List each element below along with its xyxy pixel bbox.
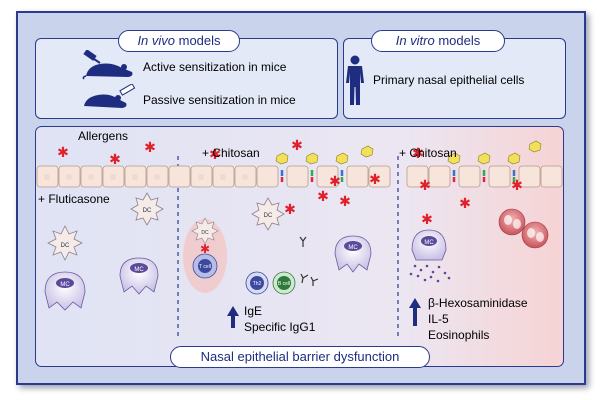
in-vitro-title-rest: models [434, 33, 481, 48]
in-vivo-title-rest: models [175, 33, 221, 48]
svg-text:✱: ✱ [57, 144, 69, 160]
allergens-label: Allergens [78, 129, 129, 143]
svg-text:✱: ✱ [200, 242, 210, 256]
svg-text:MC: MC [60, 282, 70, 288]
svg-text:✱: ✱ [144, 139, 156, 155]
svg-text:✱: ✱ [291, 137, 303, 153]
svg-text:✱: ✱ [511, 177, 523, 193]
svg-text:✱: ✱ [419, 177, 431, 193]
svg-text:✱: ✱ [412, 145, 424, 161]
th2-cell: Th2 [245, 271, 269, 295]
allergen-stars: ✱✱✱ ✱✱✱ ✱✱✱ ✱✱✱ ✱✱✱ [57, 137, 523, 227]
up-arrow-mid [227, 306, 239, 328]
mouse-dropper-icon [82, 50, 133, 80]
svg-text:✱: ✱ [369, 171, 381, 187]
svg-text:DC: DC [143, 208, 152, 214]
in-vitro-title-italic: In vitro [395, 33, 435, 48]
fluticasone-label: + Fluticasone [38, 192, 110, 206]
chitosan-label-2: + Chitosan [399, 146, 457, 160]
in-vivo-title: In vivo models [118, 30, 240, 52]
eosinophil-2 [521, 221, 549, 249]
result-eosinophils: Eosinophils [428, 328, 490, 342]
in-vivo-item-active: Active sensitization in mice [143, 60, 287, 74]
result-il5: IL-5 [428, 312, 449, 326]
svg-text:DC: DC [201, 230, 209, 236]
svg-text:Th2: Th2 [253, 281, 262, 287]
mast-cell-3: MC [334, 235, 372, 273]
in-vivo-item-passive: Passive sensitization in mice [143, 93, 296, 107]
svg-text:T cell: T cell [199, 264, 211, 270]
in-vitro-title: In vitro models [371, 30, 505, 52]
b-cell: B cell [272, 271, 296, 295]
svg-text:✱: ✱ [459, 195, 471, 211]
mast-cell-degranulating: MC [409, 229, 451, 283]
antibodies [299, 236, 319, 286]
dc-cell-3: DC [251, 197, 285, 231]
chitosan-particles [275, 140, 542, 165]
svg-text:MC: MC [348, 245, 358, 251]
in-vitro-item-cells: Primary nasal epithelial cells [373, 73, 525, 87]
tight-junctions [280, 170, 516, 182]
up-arrow-right [409, 298, 421, 326]
mouse-syringe-icon [84, 84, 136, 108]
human-figure-icon [346, 55, 364, 105]
svg-text:MC: MC [424, 240, 434, 246]
mast-cell-1: MC [44, 271, 86, 311]
result-igg1: Specific IgG1 [244, 320, 316, 334]
barrier-dysfunction-label: Nasal epithelial barrier dysfunction [170, 346, 430, 368]
dc-cell-1: DC [130, 192, 164, 226]
svg-text:✱: ✱ [317, 188, 329, 204]
result-igE: IgE [244, 304, 263, 318]
svg-text:DC: DC [61, 243, 70, 249]
svg-text:✱: ✱ [339, 193, 351, 209]
svg-text:✱: ✱ [284, 201, 296, 217]
mast-cell-2: MC [119, 257, 159, 295]
chitosan-label-1: + Chitosan [202, 146, 260, 160]
svg-text:DC: DC [264, 213, 273, 219]
svg-text:✱: ✱ [329, 173, 341, 189]
dc-tcell-cluster: DC T cell ✱ [183, 217, 227, 293]
svg-text:✱: ✱ [109, 151, 121, 167]
svg-text:✱: ✱ [209, 146, 221, 162]
in-vivo-title-italic: In vivo [137, 33, 176, 48]
result-hexosaminidase: β-Hexosaminidase [428, 296, 528, 310]
eosinophil-1 [498, 208, 526, 236]
main-diagram: ✱✱✱ ✱✱✱ ✱✱✱ ✱✱✱ ✱✱✱ DC DC DC MC MC DC T … [35, 126, 564, 367]
dc-cell-2: DC [47, 225, 83, 261]
svg-text:✱: ✱ [421, 211, 433, 227]
epithelium-row [36, 165, 563, 188]
svg-text:B cell: B cell [278, 281, 290, 287]
svg-text:MC: MC [134, 267, 144, 273]
